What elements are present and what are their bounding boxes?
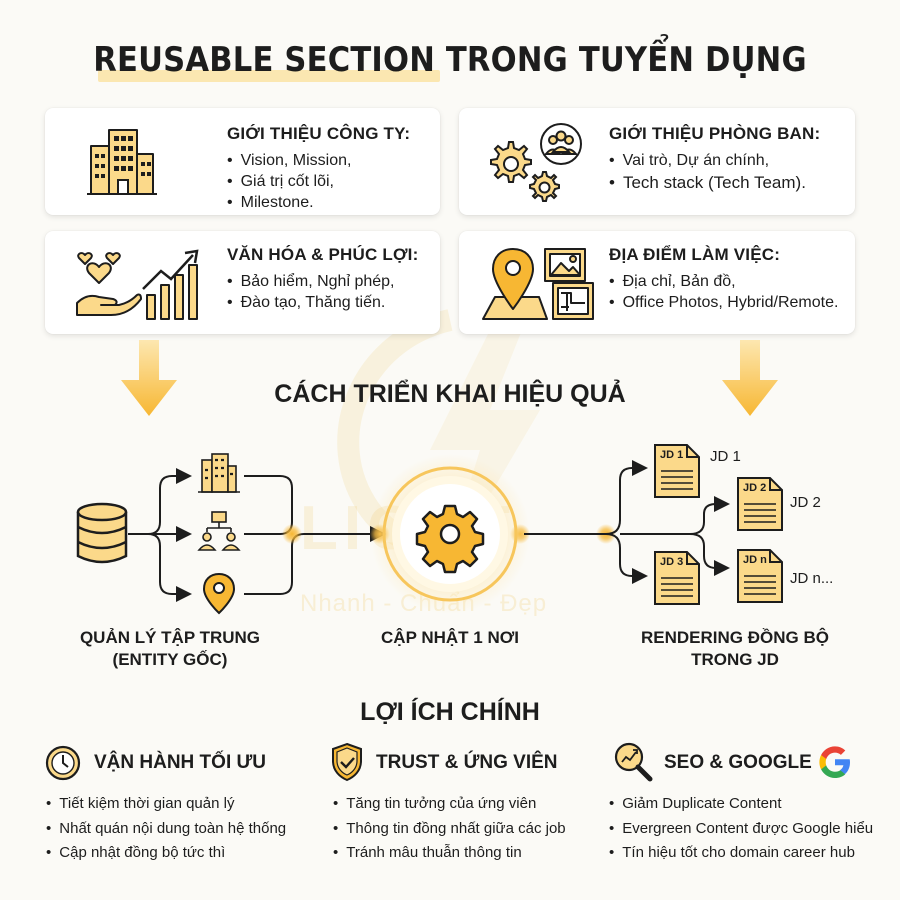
jd-tag: JD n [743, 554, 767, 566]
flow-diagram [76, 453, 730, 615]
flow-label-right: RENDERING ĐỒNG BỘ TRONG JD [641, 628, 829, 669]
list-item: Tín hiệu tốt cho domain career hub [609, 841, 873, 866]
jd-tag: JD 3 [660, 556, 684, 568]
team-icon [197, 511, 241, 551]
building-icon [87, 129, 157, 195]
list-item: Cập nhật đồng bộ tức thì [46, 841, 286, 866]
jd-label: JD n... [790, 570, 834, 587]
clock-icon [45, 745, 81, 781]
seo-magnifier-icon [614, 742, 653, 782]
location-pin-icon [202, 572, 236, 615]
list-item: Office Photos, Hybrid/Remote. [609, 292, 839, 313]
database-icon [76, 502, 128, 564]
list-item: Đào tạo, Thăng tiến. [227, 292, 418, 313]
flow-label-left: QUẢN LÝ TẬP TRUNG (ENTITY GỐC) [79, 628, 261, 669]
list-item: Thông tin đồng nhất giữa các job [333, 817, 565, 842]
title-highlight [98, 70, 440, 82]
location-map-icon [482, 248, 594, 320]
jd-document-n: JD n [736, 548, 784, 609]
list-item: Nhất quán nội dung toàn hệ thống [46, 817, 286, 842]
list-item: Giá trị cốt lõi, [227, 171, 410, 192]
jd-label: JD 1 [710, 448, 741, 465]
list-item: Tránh mâu thuẫn thông tin [333, 841, 566, 866]
list-item: Vai trò, Dự án chính, [609, 150, 820, 171]
benefit-trust-title: TRUST & ỨNG VIÊN [376, 752, 558, 773]
down-arrow-icon [121, 340, 177, 416]
jd-document-2: JD 2 [736, 476, 784, 537]
jd-document-1: JD 1 [653, 443, 701, 504]
benefit-ops-title: VẬN HÀNH TỐI ƯU [94, 752, 266, 773]
benefit-seo-title: SEO & GOOGLE [664, 752, 812, 773]
hearts-growth-icon [76, 249, 199, 320]
card-department: GIỚI THIỆU PHÒNG BAN: Vai trò, Dự án chí… [459, 108, 855, 215]
card-company-title: GIỚI THIỆU CÔNG TY: [227, 124, 411, 143]
page-title: REUSABLE SECTION TRONG TUYỂN DỤNG [93, 40, 807, 80]
list-item: Địa chỉ, Bản đồ, [609, 271, 838, 292]
shield-check-icon [332, 742, 362, 782]
section-benefits-title: LỢI ÍCH CHÍNH [360, 698, 540, 726]
list-item: Tech stack (Tech Team). [609, 171, 820, 195]
jd-tag: JD 1 [660, 449, 684, 461]
flow-label-middle: CẬP NHẬT 1 NƠI [381, 628, 519, 647]
jd-tag: JD 2 [743, 482, 767, 494]
list-item: Bảo hiểm, Nghỉ phép, [227, 271, 418, 292]
list-item: Milestone. [227, 192, 410, 213]
gear-icon [415, 504, 485, 574]
jd-document-3: JD 3 [653, 550, 701, 611]
list-item: Evergreen Content được Google hiểu [609, 817, 873, 842]
google-icon [819, 746, 850, 778]
card-location: ĐỊA ĐIỂM LÀM VIỆC: Địa chỉ, Bản đồ, Offi… [459, 231, 855, 334]
gears-team-icon [490, 123, 582, 202]
list-item: Vision, Mission, [227, 150, 410, 171]
list-item: Tiết kiệm thời gian quản lý [46, 792, 286, 817]
list-item: Giảm Duplicate Content [609, 792, 873, 817]
list-item: Tăng tin tưởng của ứng viên [333, 792, 566, 817]
down-arrow-icon [722, 340, 778, 416]
building-icon [198, 453, 240, 493]
card-culture: VĂN HÓA & PHÚC LỢI: Bảo hiểm, Nghỉ phép,… [45, 231, 440, 334]
jd-label: JD 2 [790, 494, 821, 511]
section-deploy-title: CÁCH TRIỂN KHAI HIỆU QUẢ [274, 380, 626, 408]
card-department-title: GIỚI THIỆU PHÒNG BAN: [609, 124, 821, 143]
card-culture-title: VĂN HÓA & PHÚC LỢI: [227, 245, 419, 264]
card-location-title: ĐỊA ĐIỂM LÀM VIỆC: [609, 245, 781, 264]
card-company: GIỚI THIỆU CÔNG TY: Vision, Mission, Giá… [45, 108, 440, 215]
